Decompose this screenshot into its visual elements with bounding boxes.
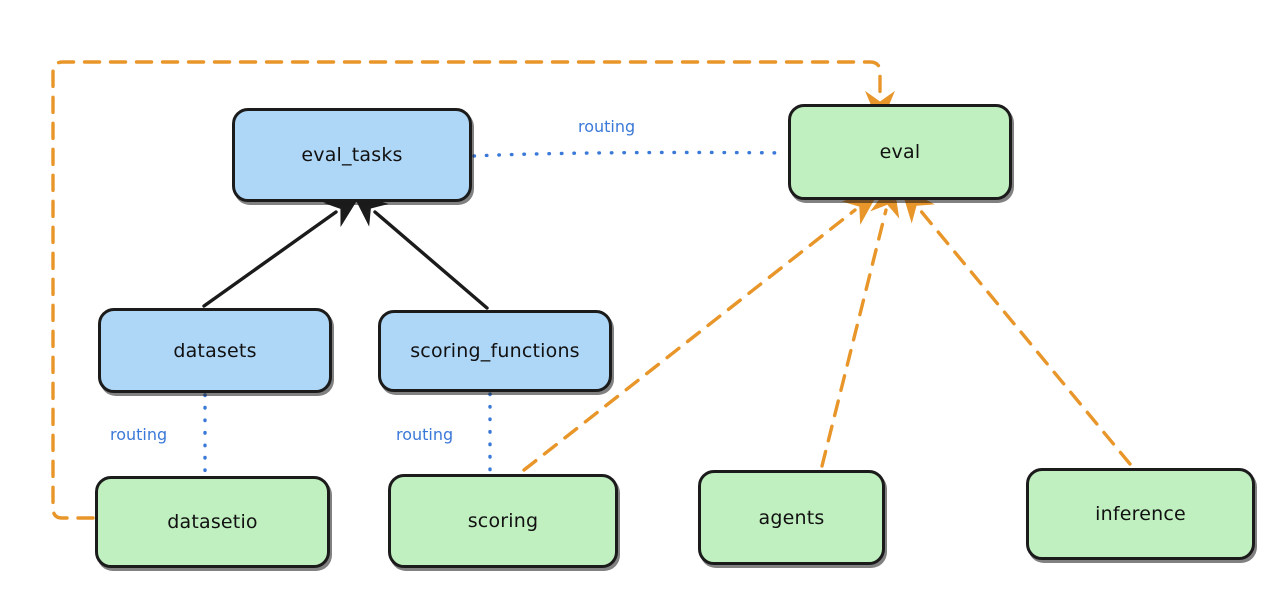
node-label: scoring: [467, 510, 539, 532]
node-inference[interactable]: inference: [1026, 468, 1255, 560]
node-agents[interactable]: agents: [698, 470, 885, 565]
node-datasets[interactable]: datasets: [98, 308, 332, 393]
node-label: datasetio: [167, 511, 258, 533]
node-eval[interactable]: eval: [788, 104, 1012, 200]
node-label: agents: [758, 506, 825, 529]
edge-agents-to-eval: [820, 180, 900, 468]
node-eval-tasks[interactable]: eval_tasks: [232, 108, 472, 202]
edge-scoring-functions-to-eval-tasks: [351, 192, 489, 310]
edge-label-routing-datasets-datasetio: routing: [110, 425, 168, 444]
node-label: datasets: [173, 339, 257, 362]
node-label: eval: [879, 141, 921, 163]
node-scoring-functions[interactable]: scoring_functions: [378, 310, 612, 392]
edge-eval-tasks-to-eval: [472, 150, 788, 158]
node-label: inference: [1095, 503, 1186, 525]
node-label: eval_tasks: [301, 144, 403, 166]
node-label: scoring_functions: [410, 340, 580, 362]
edge-label-routing-scoring-functions-scoring: routing: [396, 425, 454, 444]
edge-label-routing-eval-tasks-eval: routing: [578, 117, 636, 136]
edge-datasets-to-eval-tasks: [202, 194, 361, 308]
edge-inference-to-eval: [900, 186, 1132, 466]
node-datasetio[interactable]: datasetio: [95, 476, 330, 568]
node-scoring[interactable]: scoring: [388, 474, 618, 568]
